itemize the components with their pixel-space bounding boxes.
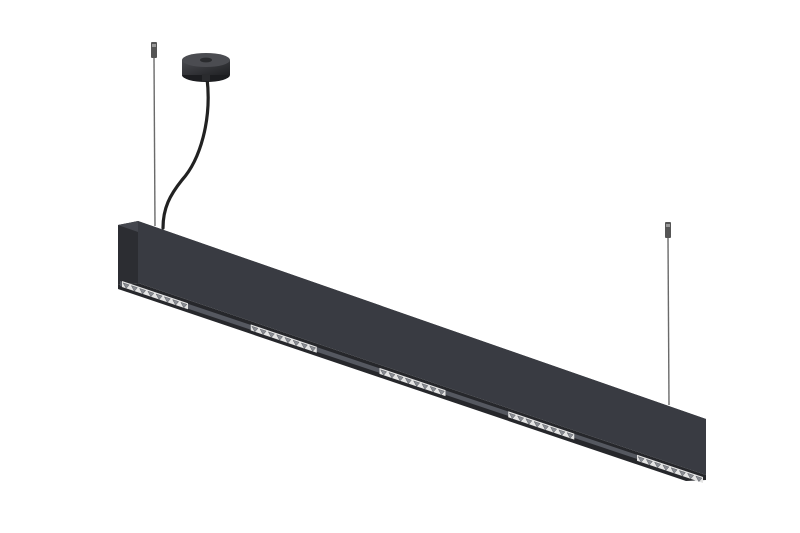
louver-group xyxy=(122,281,703,483)
louver-module xyxy=(250,324,317,353)
louver-module xyxy=(122,281,188,310)
suspension-wire-right xyxy=(665,222,671,406)
luminaire-housing xyxy=(118,221,706,481)
power-cable xyxy=(161,76,210,230)
suspension-wire-left xyxy=(151,42,157,227)
louver-module xyxy=(379,367,446,397)
louver-module xyxy=(508,411,575,440)
louver-module xyxy=(637,454,703,483)
ceiling-canopy xyxy=(182,53,230,82)
